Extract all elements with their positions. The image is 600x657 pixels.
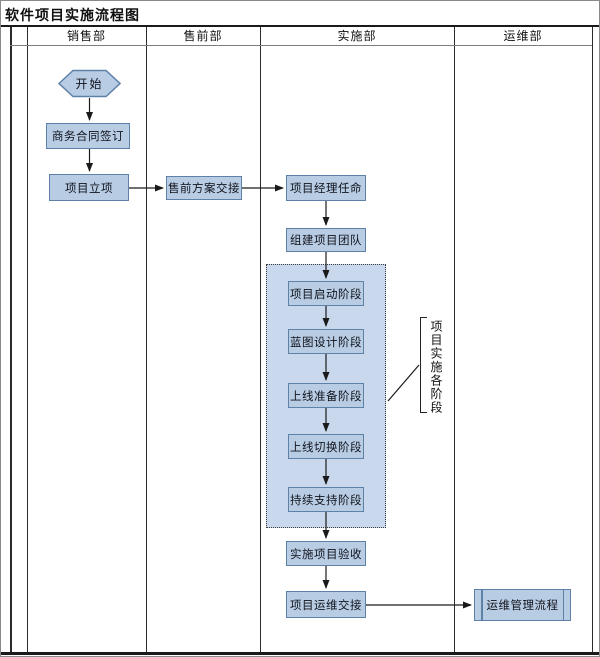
node-stage-support: 持续支持阶段 [288, 487, 364, 512]
node-project-acceptance: 实施项目验收 [286, 541, 366, 566]
node-om-process: 运维管理流程 [474, 589, 571, 621]
table-border-bottom [1, 652, 599, 655]
table-border-right [592, 27, 593, 653]
lane-divider-2 [260, 27, 261, 653]
node-stage-golive-prep: 上线准备阶段 [288, 383, 364, 408]
lane-header-sales: 销售部 [66, 29, 106, 43]
node-stage-blueprint: 蓝图设计阶段 [288, 329, 364, 354]
stages-bracket [420, 317, 427, 413]
predefined-process-bar-left [481, 589, 483, 621]
start-node-label: 开始 [75, 77, 104, 91]
stages-bracket-label: 项目实施各阶段 [429, 320, 443, 415]
node-project-initiation: 项目立项 [49, 174, 129, 201]
node-om-process-label: 运维管理流程 [486, 600, 559, 612]
start-node: 开始 [58, 69, 121, 98]
title-divider [1, 25, 599, 27]
lane-divider-1 [146, 27, 147, 653]
node-contract-sign: 商务合同签订 [46, 123, 130, 149]
node-om-handover: 项目运维交接 [286, 591, 366, 618]
lane-header-presales: 售前部 [183, 29, 223, 43]
node-stage-kickoff: 项目启动阶段 [288, 281, 364, 306]
node-pm-appointment: 项目经理任命 [286, 175, 366, 201]
lane-header-operations: 运维部 [503, 29, 543, 43]
table-border-left [10, 27, 12, 653]
page-title: 软件项目实施流程图 [5, 9, 140, 24]
header-divider [10, 45, 592, 46]
hexagon-shape [58, 69, 121, 98]
lane-divider-strip [27, 27, 28, 653]
lane-header-implementation: 实施部 [337, 29, 377, 43]
node-stage-golive-switch: 上线切换阶段 [288, 434, 364, 459]
node-build-team: 组建项目团队 [286, 228, 366, 252]
node-presales-handover: 售前方案交接 [166, 176, 242, 200]
lane-divider-3 [454, 27, 455, 653]
predefined-process-bar-right [562, 589, 564, 621]
